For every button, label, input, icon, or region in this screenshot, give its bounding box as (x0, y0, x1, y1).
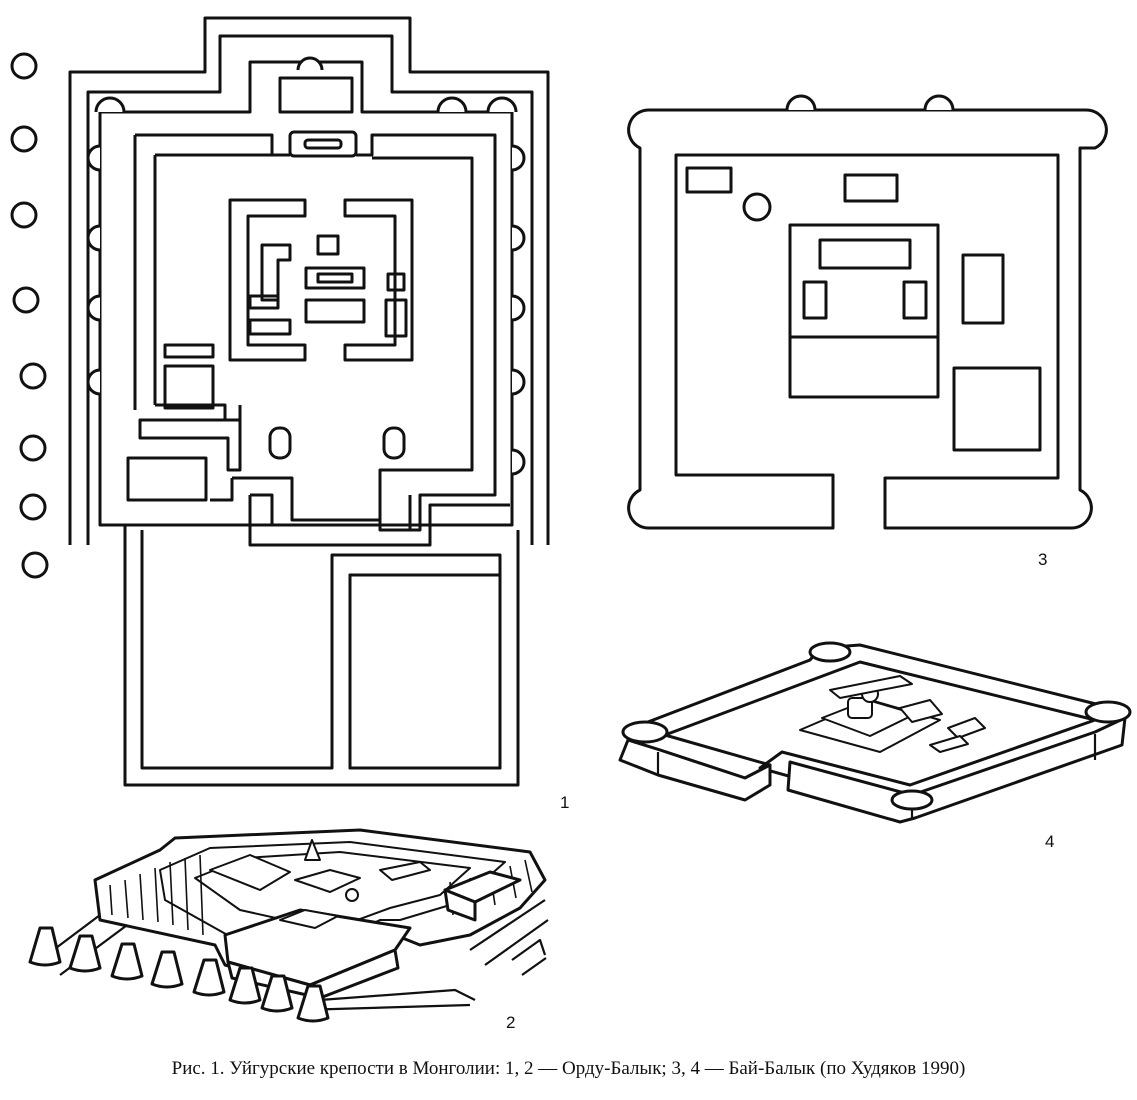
plan-bai-balyk (627, 94, 1108, 530)
label-4: 4 (1045, 832, 1055, 851)
figure-caption: Рис. 1. Уйгурские крепости в Монголии: 1… (171, 1058, 966, 1079)
label-3: 3 (1038, 550, 1048, 569)
iso-ordu-balyk (28, 828, 549, 1023)
punch-holes (10, 52, 49, 579)
label-1: 1 (560, 793, 570, 812)
iso-bai-balyk (618, 641, 1132, 824)
label-2: 2 (506, 1013, 516, 1032)
plan-ordu-balyk (68, 16, 550, 787)
